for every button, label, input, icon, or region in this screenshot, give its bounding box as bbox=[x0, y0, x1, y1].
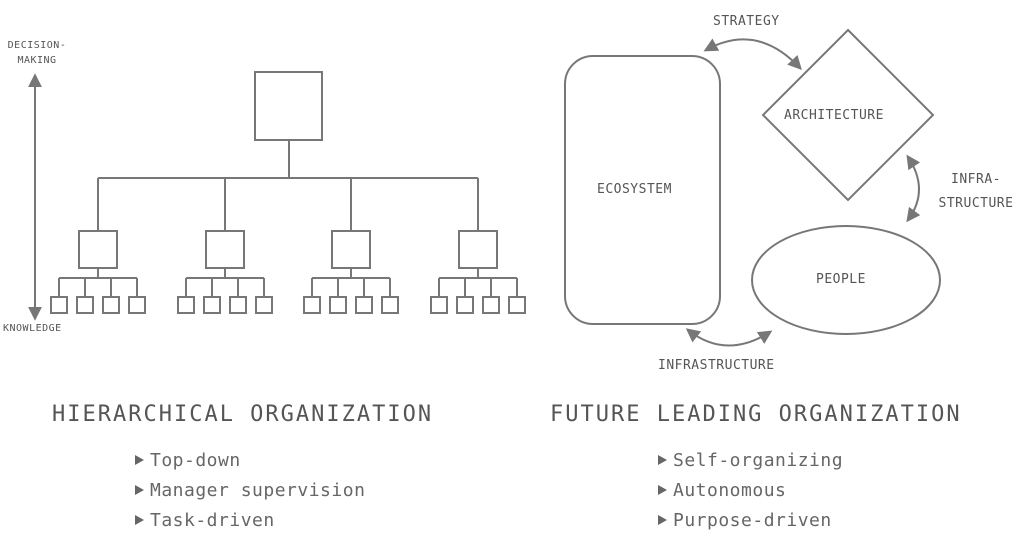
triangle-bullet-icon bbox=[135, 485, 144, 495]
list-item: Task-driven bbox=[135, 506, 365, 536]
employee-box bbox=[329, 296, 347, 314]
ecosystem-diagram bbox=[564, 28, 941, 347]
bullet-text: Purpose-driven bbox=[673, 510, 832, 531]
bullet-text: Task-driven bbox=[150, 510, 275, 531]
employee-box bbox=[508, 296, 526, 314]
axis-bottom-label: KNOWLEDGE bbox=[3, 323, 62, 334]
triangle-bullet-icon bbox=[658, 455, 667, 465]
ecosystem-box bbox=[564, 55, 721, 325]
employee-box bbox=[229, 296, 247, 314]
employee-box bbox=[482, 296, 500, 314]
infra-structure-arrow bbox=[906, 154, 921, 223]
list-item: Manager supervision bbox=[135, 476, 365, 506]
triangle-bullet-icon bbox=[658, 485, 667, 495]
hierarchical-bullets: Top-down Manager supervision Task-driven bbox=[135, 446, 365, 536]
employee-box bbox=[102, 296, 120, 314]
list-item: Top-down bbox=[135, 446, 365, 476]
people-label: PEOPLE bbox=[816, 272, 866, 287]
infra-line2: STRUCTURE bbox=[938, 196, 1014, 211]
architecture-label: ARCHITECTURE bbox=[784, 108, 884, 123]
list-item: Autonomous bbox=[658, 476, 843, 506]
employee-box bbox=[50, 296, 68, 314]
future-bullets: Self-organizing Autonomous Purpose-drive… bbox=[658, 446, 843, 536]
future-title: FUTURE LEADING ORGANIZATION bbox=[550, 402, 962, 427]
employee-box bbox=[76, 296, 94, 314]
axis-top-line2: MAKING bbox=[17, 55, 57, 66]
infra-line1: INFRA- bbox=[951, 172, 1001, 187]
infrastructure-label: INFRASTRUCTURE bbox=[658, 358, 775, 373]
employee-box bbox=[355, 296, 373, 314]
bullet-text: Autonomous bbox=[673, 480, 787, 501]
employee-box bbox=[456, 296, 474, 314]
list-item: Purpose-driven bbox=[658, 506, 843, 536]
strategy-label: STRATEGY bbox=[713, 14, 780, 29]
hierarchical-title: HIERARCHICAL ORGANIZATION bbox=[52, 402, 434, 427]
list-item: Self-organizing bbox=[658, 446, 843, 476]
triangle-bullet-icon bbox=[135, 515, 144, 525]
axis-top-label: DECISION- MAKING bbox=[2, 38, 72, 68]
architecture-diamond bbox=[761, 28, 935, 202]
manager-box bbox=[331, 230, 371, 269]
employee-box bbox=[128, 296, 146, 314]
manager-box bbox=[205, 230, 245, 269]
manager-box bbox=[458, 230, 498, 269]
employee-box bbox=[430, 296, 448, 314]
triangle-bullet-icon bbox=[658, 515, 667, 525]
strategy-arrow bbox=[703, 38, 802, 71]
infrastructure-arrow bbox=[685, 328, 773, 347]
bullet-text: Manager supervision bbox=[150, 480, 366, 501]
ecosystem-label: ECOSYSTEM bbox=[597, 182, 672, 197]
hierarchy-chart bbox=[50, 71, 526, 314]
axis-top-line1: DECISION- bbox=[7, 40, 67, 51]
employee-box bbox=[303, 296, 321, 314]
employee-box bbox=[381, 296, 399, 314]
people-ellipse bbox=[751, 225, 941, 335]
employee-box bbox=[177, 296, 195, 314]
employee-box bbox=[255, 296, 273, 314]
bullet-text: Self-organizing bbox=[673, 450, 844, 471]
infra-structure-label: INFRA- STRUCTURE bbox=[932, 168, 1020, 216]
top-manager-box bbox=[254, 71, 323, 141]
employee-box bbox=[203, 296, 221, 314]
bullet-text: Top-down bbox=[150, 450, 241, 471]
triangle-bullet-icon bbox=[135, 455, 144, 465]
manager-box bbox=[78, 230, 118, 269]
